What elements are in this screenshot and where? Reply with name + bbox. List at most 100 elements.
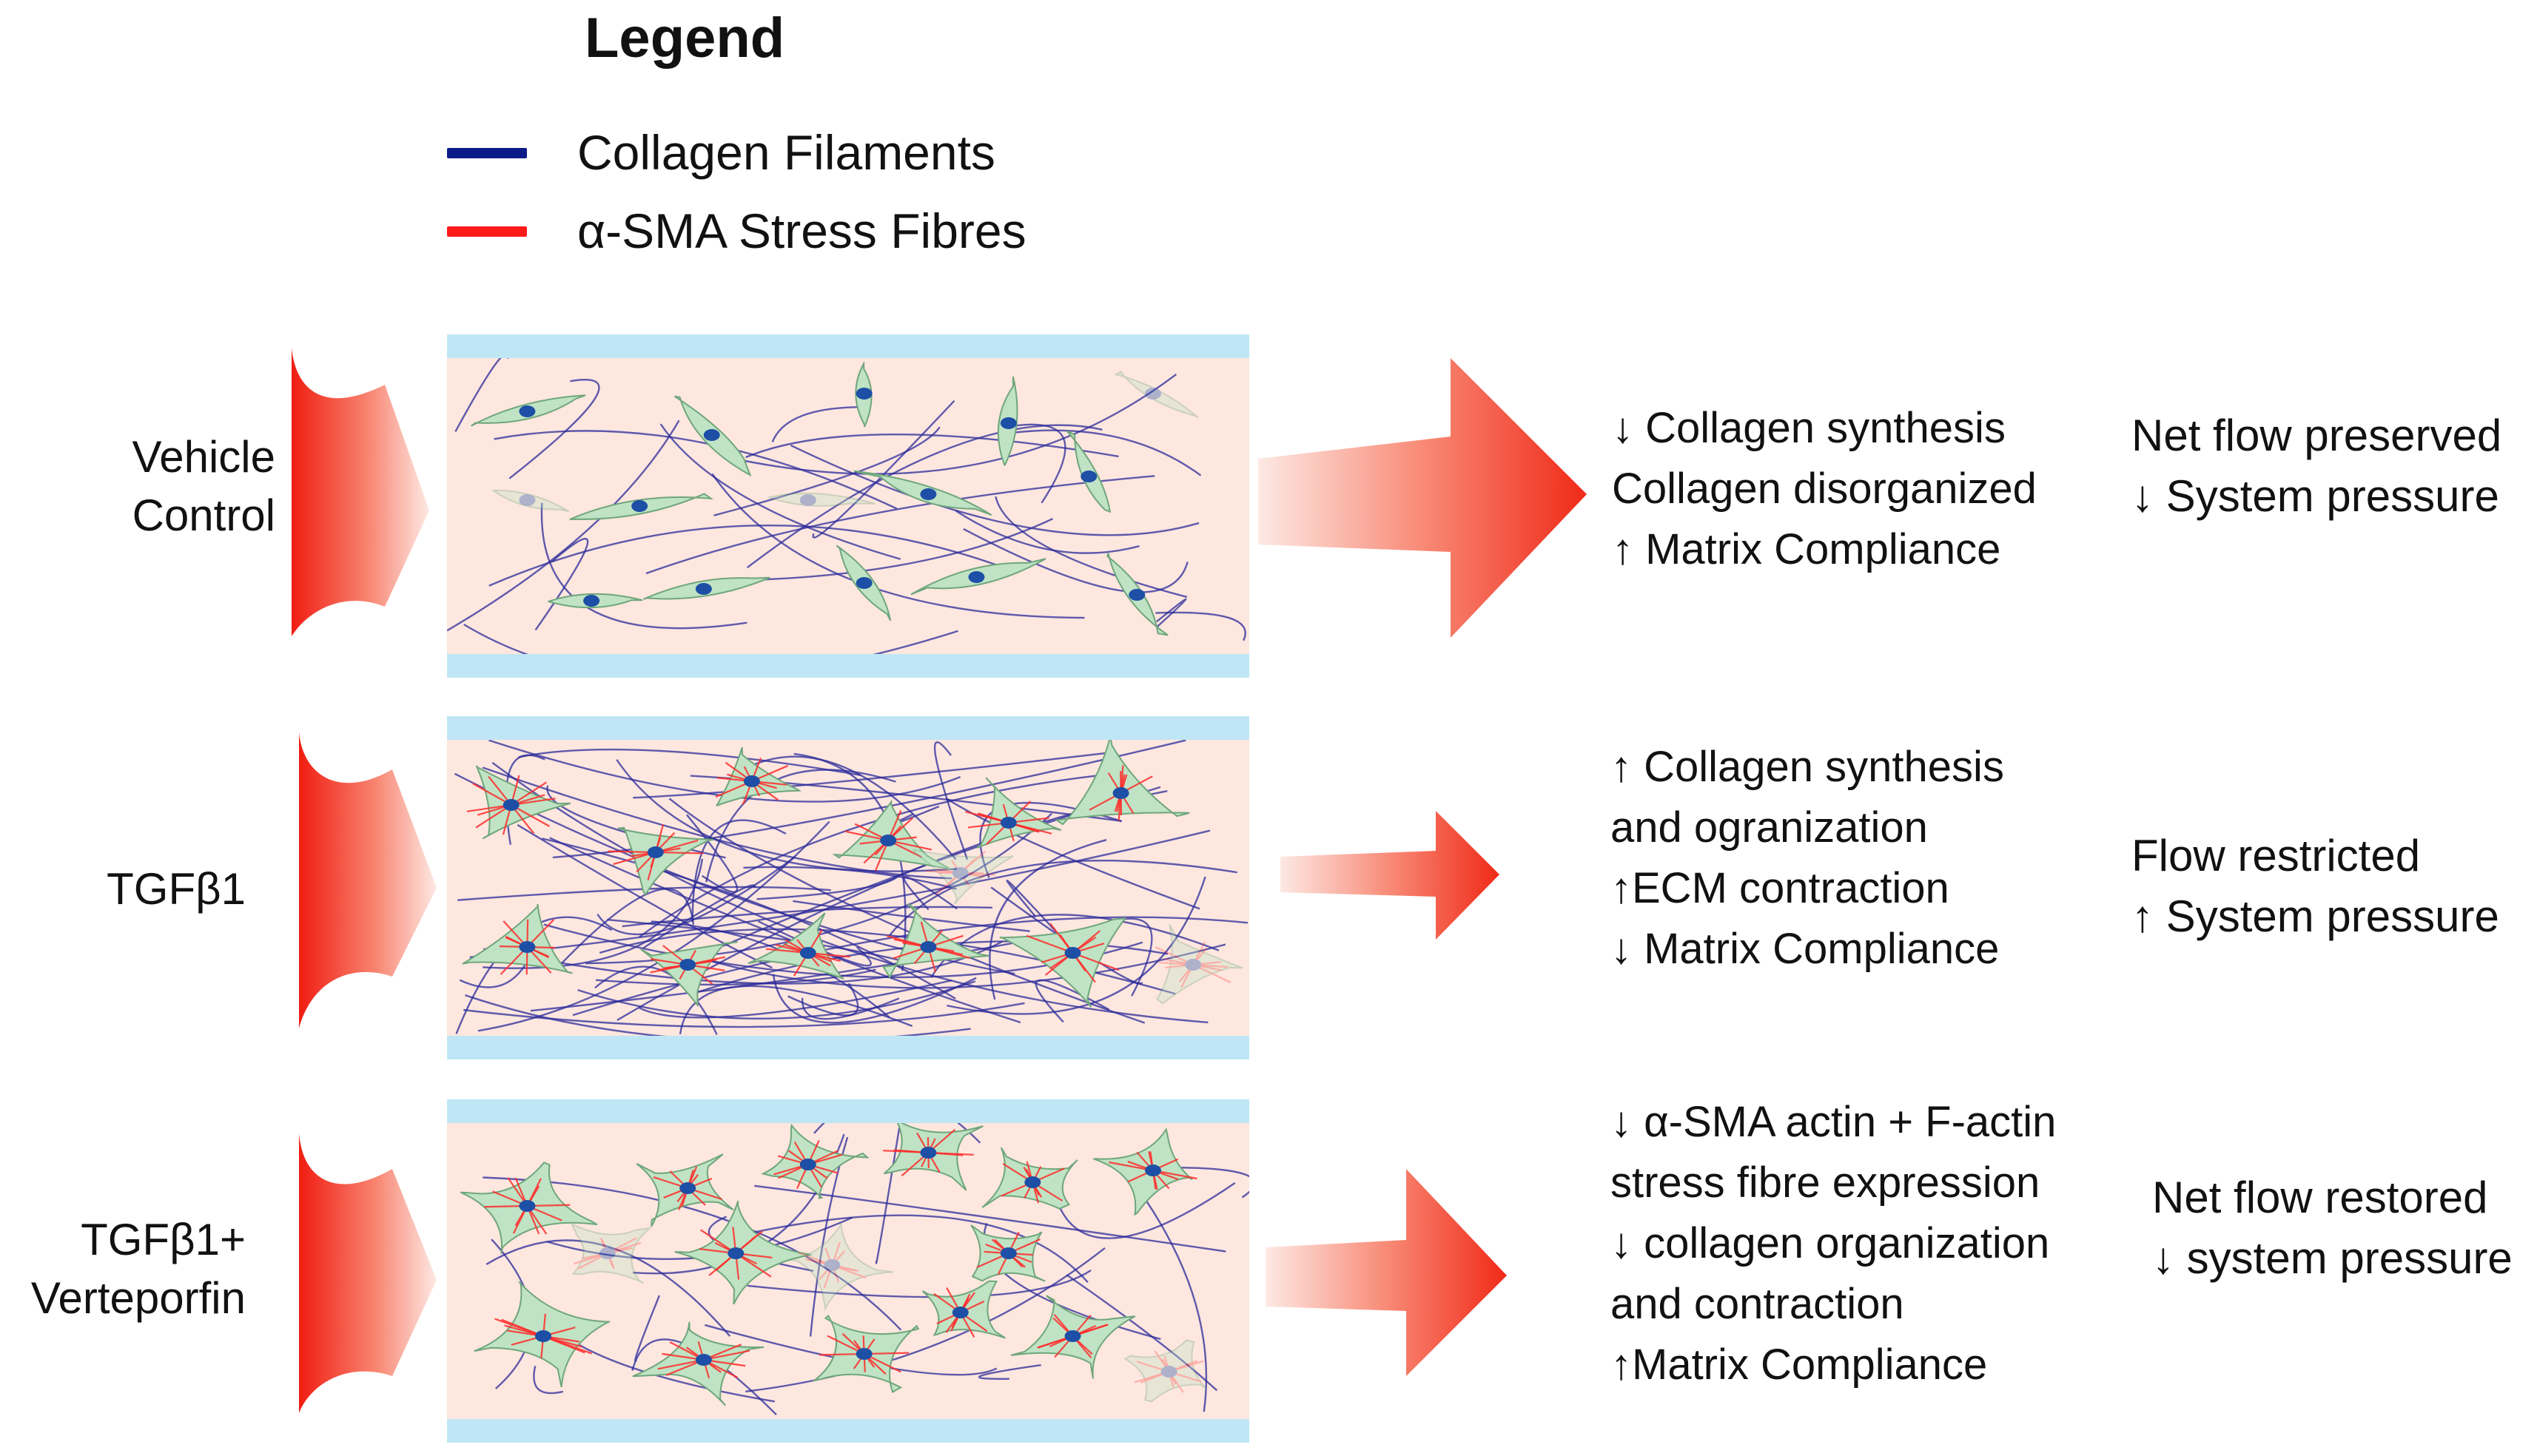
result-tgfb1-verteporfin: Net flow restored ↓ system pressure bbox=[2152, 1167, 2513, 1289]
cell-nucleus bbox=[679, 1182, 696, 1194]
row-label-line: Verteporfin bbox=[30, 1273, 246, 1324]
collagen-filament bbox=[639, 979, 952, 1019]
cell-nucleus bbox=[856, 1348, 873, 1360]
stress-fibre bbox=[1136, 1361, 1202, 1383]
collagen-filament bbox=[812, 400, 955, 539]
cell bbox=[883, 1123, 984, 1191]
effects-tgfb1-verteporfin: ↓ α-SMA actin + F-actin stress fibre exp… bbox=[1610, 1092, 2056, 1395]
collagen-filament bbox=[745, 434, 1119, 459]
collagen-filament bbox=[1015, 429, 1202, 476]
collagen-filament bbox=[995, 496, 1188, 599]
stress-fibre bbox=[1134, 1360, 1204, 1383]
stress-fibre bbox=[600, 1240, 614, 1267]
collagen-filament bbox=[457, 886, 831, 901]
cell bbox=[1010, 1295, 1136, 1379]
stress-fibre bbox=[1165, 961, 1221, 968]
cell-nucleus bbox=[695, 583, 712, 595]
stress-fibre bbox=[1158, 961, 1228, 968]
collagen-filament bbox=[790, 444, 1200, 536]
stress-fibre bbox=[1180, 941, 1206, 988]
result-line: Flow restricted bbox=[2131, 831, 2421, 880]
collagen-filament bbox=[668, 798, 1146, 1024]
effect-line: ↑ECM contraction bbox=[1610, 864, 1949, 912]
cell-nucleus bbox=[1000, 817, 1017, 829]
cell-nucleus bbox=[1185, 959, 1202, 971]
collagen-filament bbox=[463, 623, 958, 654]
legend-swatch-sma bbox=[447, 226, 527, 237]
cell-body bbox=[1092, 1127, 1193, 1216]
cell-body bbox=[787, 1223, 894, 1312]
effect-line: ↓ Collagen synthesis bbox=[1612, 404, 2006, 452]
cell-nucleus bbox=[1064, 947, 1081, 959]
collagen-filament bbox=[875, 1124, 901, 1264]
cell bbox=[1106, 553, 1169, 636]
collagen-filament bbox=[517, 823, 773, 969]
cell-nucleus bbox=[519, 405, 536, 417]
legend-label-sma: α-SMA Stress Fibres bbox=[577, 203, 1026, 258]
legend-label-collagen: Collagen Filaments bbox=[577, 125, 995, 180]
collagen-filament bbox=[577, 980, 976, 1020]
effect-line: ↓ Matrix Compliance bbox=[1610, 925, 2000, 973]
collagen-filament bbox=[745, 1247, 1106, 1393]
collagen-filament bbox=[631, 1338, 777, 1415]
cell bbox=[981, 1147, 1078, 1210]
stress-fibre bbox=[819, 1250, 846, 1280]
collagen-filament bbox=[447, 419, 680, 632]
cell-nucleus bbox=[952, 1307, 969, 1318]
cell-nucleus bbox=[743, 775, 760, 787]
cell-nucleus bbox=[728, 1247, 745, 1259]
input-arrow-tgfb1 bbox=[299, 732, 437, 1028]
effect-line: ↑ Matrix Compliance bbox=[1612, 525, 2001, 573]
collagen-filament bbox=[1006, 880, 1072, 948]
cell bbox=[492, 489, 570, 513]
cell bbox=[474, 1281, 611, 1387]
collagen-filament bbox=[639, 772, 1122, 938]
cell-nucleus bbox=[856, 388, 873, 400]
cell bbox=[636, 1153, 734, 1227]
cell bbox=[970, 1224, 1046, 1282]
cell bbox=[466, 765, 571, 840]
row-label-line: TGFβ1 bbox=[107, 864, 246, 914]
stress-fibre bbox=[577, 1237, 637, 1270]
result-line: Net flow preserved bbox=[2131, 411, 2502, 460]
stress-fibre bbox=[823, 1241, 841, 1289]
collagen-filament bbox=[691, 819, 787, 922]
cells bbox=[460, 1123, 1207, 1406]
collagen-filament bbox=[540, 502, 747, 630]
cell-nucleus bbox=[952, 867, 969, 879]
stress-fibre bbox=[1155, 946, 1231, 983]
cell-nucleus bbox=[679, 959, 696, 971]
collagen-filament bbox=[518, 748, 861, 777]
cell bbox=[965, 777, 1062, 849]
stress-fibre bbox=[798, 1252, 867, 1278]
row-label-tgfb1-verteporfin: TGFβ1+ Verteporfin bbox=[7, 1210, 246, 1327]
cell-body bbox=[767, 492, 876, 507]
stress-fibre bbox=[935, 850, 986, 896]
cell-nucleus bbox=[519, 494, 536, 506]
collagen-filament bbox=[1058, 1182, 1236, 1239]
effect-line: stress fibre expression bbox=[1610, 1159, 2040, 1207]
cell-body bbox=[1114, 370, 1199, 419]
cell-body bbox=[716, 746, 802, 807]
collagen-filament bbox=[488, 524, 1009, 587]
collagen-filament bbox=[947, 876, 1206, 1015]
collagen-filament bbox=[754, 1184, 1226, 1253]
cell bbox=[674, 1200, 813, 1305]
cell-nucleus bbox=[799, 494, 816, 506]
cell bbox=[632, 1321, 765, 1406]
collagen-filament bbox=[659, 423, 901, 560]
output-arrow-vehicle-control bbox=[1258, 358, 1587, 638]
collagen-filament bbox=[787, 983, 859, 1017]
stress-fibre bbox=[1164, 958, 1223, 971]
row-label-line: Control bbox=[132, 491, 275, 541]
cell-nucleus bbox=[631, 500, 648, 512]
cell-nucleus bbox=[856, 577, 873, 589]
collagen-filament bbox=[560, 888, 695, 965]
collagen-filament bbox=[945, 798, 1200, 910]
stress-fibre bbox=[1163, 1355, 1175, 1388]
cell bbox=[462, 903, 573, 975]
stress-fibre bbox=[936, 868, 984, 878]
cell bbox=[921, 1280, 1006, 1339]
cell-nucleus bbox=[703, 429, 720, 441]
